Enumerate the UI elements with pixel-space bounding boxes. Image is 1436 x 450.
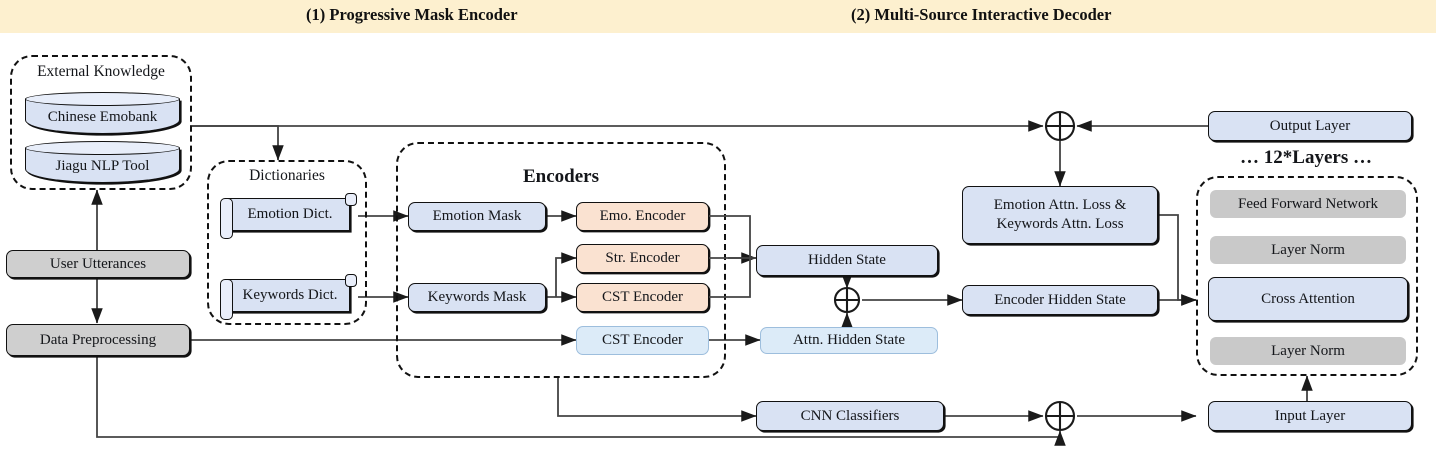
group-dictionaries	[207, 160, 367, 325]
node-cross-attention[interactable]: Cross Attention	[1208, 277, 1408, 321]
section-title-decoder: (2) Multi-Source Interactive Decoder	[851, 5, 1112, 24]
node-label: Keywords Dict.	[242, 287, 338, 303]
node-attn-loss[interactable]: Emotion Attn. Loss & Keywords Attn. Loss	[962, 186, 1158, 244]
cylinder-top	[25, 92, 180, 106]
section-title-encoder: (1) Progressive Mask Encoder	[306, 5, 518, 24]
node-chinese-emobank[interactable]: Chinese Emobank	[25, 92, 180, 134]
node-str-encoder[interactable]: Str. Encoder	[576, 244, 709, 273]
node-user-utterances[interactable]: User Utterances	[6, 250, 190, 278]
scroll-roll-right	[345, 274, 357, 287]
node-label: Emotion Dict.	[247, 206, 333, 222]
group-12-layers	[1196, 176, 1418, 376]
group-label-external-knowledge: External Knowledge	[37, 63, 165, 80]
node-cst-encoder-plain[interactable]: CST Encoder	[576, 326, 709, 355]
scroll-roll-left	[220, 198, 233, 239]
group-label-dictionaries: Dictionaries	[249, 167, 325, 184]
attn-loss-line-2: Keywords Attn. Loss	[996, 216, 1124, 232]
attn-loss-line-1: Emotion Attn. Loss &	[993, 197, 1127, 214]
node-attn-hidden-state[interactable]: Attn. Hidden State	[760, 327, 938, 354]
scroll-roll-right	[345, 193, 357, 206]
group-label-encoders: Encoders	[523, 166, 599, 187]
node-emotion-mask[interactable]: Emotion Mask	[408, 202, 546, 231]
node-cnn-classifiers[interactable]: CNN Classifiers	[756, 401, 944, 431]
scroll-roll-left	[220, 279, 233, 320]
node-hidden-state[interactable]: Hidden State	[756, 245, 938, 276]
node-layer-norm-bottom[interactable]: Layer Norm	[1210, 337, 1406, 365]
node-layer-norm-top[interactable]: Layer Norm	[1210, 236, 1406, 264]
group-encoders	[396, 142, 726, 378]
encoder-merge-bus	[709, 215, 756, 298]
node-jiagu-nlp-tool[interactable]: Jiagu NLP Tool	[25, 141, 180, 183]
node-encoder-hidden-state[interactable]: Encoder Hidden State	[962, 285, 1158, 315]
scroll-sheet	[226, 198, 350, 231]
group-external-knowledge	[10, 55, 192, 190]
node-input-layer[interactable]: Input Layer	[1208, 401, 1412, 431]
node-label: Jiagu NLP Tool	[55, 158, 150, 174]
node-emo-encoder[interactable]: Emo. Encoder	[576, 202, 709, 231]
node-label: Chinese Emobank	[47, 109, 158, 125]
node-data-preprocessing[interactable]: Data Preprocessing	[6, 324, 190, 356]
cylinder-top	[25, 141, 180, 155]
section-banner	[0, 0, 1436, 33]
node-output-layer[interactable]: Output Layer	[1208, 111, 1412, 141]
node-keywords-dict[interactable]: Keywords Dict.	[218, 274, 358, 320]
node-keywords-mask[interactable]: Keywords Mask	[408, 283, 546, 312]
group-label-12-layers: … 12*Layers …	[1240, 147, 1372, 168]
node-feed-forward-network[interactable]: Feed Forward Network	[1210, 190, 1406, 218]
node-emotion-dict[interactable]: Emotion Dict.	[218, 193, 358, 239]
cylinder-body	[25, 99, 180, 134]
node-cst-encoder-masked[interactable]: CST Encoder	[576, 283, 709, 312]
